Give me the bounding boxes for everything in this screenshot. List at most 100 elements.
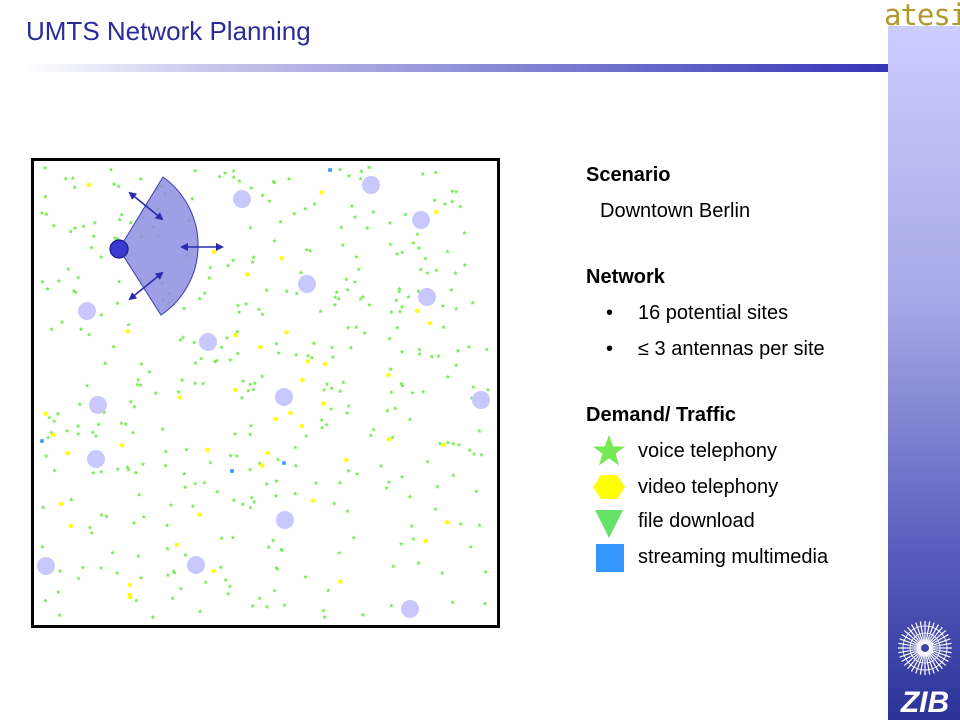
voice-demand-mark [326,588,331,593]
voice-demand-mark [368,433,374,438]
voice-demand-mark [449,287,454,292]
video-demand-mark [310,498,316,503]
voice-demand-mark [416,245,422,251]
voice-demand-mark [218,564,224,570]
voice-demand-mark [329,385,334,391]
voice-demand-mark [102,360,108,366]
selected-site [109,239,129,259]
voice-demand-mark [183,552,188,557]
voice-demand-mark [356,266,361,272]
video-demand-mark [211,569,216,574]
voice-demand-mark [399,541,404,546]
voice-demand-mark [469,395,475,401]
voice-demand-mark [215,489,220,494]
voice-demand-mark [458,521,464,526]
bullet-icon: • [606,302,614,324]
voice-demand-mark [396,289,402,294]
voice-demand-mark [387,336,392,341]
voice-demand-mark [440,303,446,308]
voice-demand-mark [324,422,329,427]
page-title: UMTS Network Planning [26,16,311,46]
voice-demand-mark [403,212,408,217]
voice-demand-mark [69,497,74,502]
voice-demand-mark [136,492,142,497]
voice-demand-mark [212,359,218,364]
voice-demand-mark [165,572,171,578]
voice-demand-mark [39,210,45,216]
voice-demand-mark [76,275,81,280]
voice-demand-mark [420,171,426,176]
voice-demand-mark [351,535,356,540]
voice-demand-mark [367,302,372,307]
voice-demand-mark [128,399,133,404]
voice-demand-mark [190,503,196,509]
voice-demand-mark [453,306,459,311]
voice-demand-mark [321,387,327,392]
voice-demand-mark [456,442,462,447]
voice-demand-mark [117,217,122,222]
voice-demand-mark [284,288,289,294]
voice-demand-mark [471,451,477,457]
voice-demand-mark [321,608,326,613]
voice-demand-mark [390,435,395,440]
voice-demand-mark [71,288,76,293]
site-marker [298,275,316,293]
voice-demand-mark [108,167,114,172]
square-icon [596,544,624,572]
voice-demand-mark [125,464,130,470]
voice-demand-mark [336,296,341,301]
voice-demand-mark [52,418,57,424]
voice-demand-mark [93,433,99,438]
voice-demand-mark [282,602,287,608]
voice-demand-mark [411,536,416,541]
voice-demand-mark [170,595,175,601]
voice-demand-mark [114,570,120,575]
voice-demand-mark [40,279,45,284]
voice-demand-mark [313,480,319,486]
video-demand-mark [279,256,285,261]
voice-demand-mark [434,268,439,273]
voice-demand-mark [257,595,262,601]
voice-demand-mark [225,591,231,596]
voice-demand-mark [102,410,107,415]
voice-demand-mark [250,603,255,608]
site-marker [187,556,205,574]
voice-demand-mark [115,466,121,472]
voice-demand-mark [345,508,350,513]
voice-demand-mark [462,262,468,267]
voice-demand-mark [184,447,189,452]
video-demand-mark [68,523,73,529]
voice-demand-mark [345,287,350,292]
voice-demand-mark [235,329,240,334]
video-demand-mark [51,432,56,437]
voice-demand-mark [319,425,325,430]
voice-demand-mark [360,294,366,299]
voice-demand-mark [252,381,258,386]
video-demand-mark [444,520,450,525]
voice-demand-mark [231,497,237,503]
voice-demand-mark [466,344,472,349]
voice-demand-mark [388,366,393,372]
voice-demand-mark [455,348,461,353]
voice-demand-mark [126,322,131,327]
voice-demand-mark [230,535,236,540]
voice-demand-mark [260,192,265,198]
voice-demand-mark [119,420,124,426]
voice-demand-mark [116,184,121,189]
voice-demand-mark [451,441,456,446]
voice-demand-mark [485,387,491,392]
voice-demand-mark [72,225,78,230]
voice-demand-mark [341,380,346,385]
voice-demand-mark [267,198,272,204]
voice-demand-mark [311,340,317,346]
voice-demand-mark [266,544,271,550]
voice-demand-mark [80,565,86,570]
voice-demand-mark [240,378,246,383]
voice-demand-mark [453,189,459,194]
voice-demand-mark [248,505,253,510]
voice-demand-mark [339,225,344,230]
site-marker [89,396,107,414]
voice-demand-mark [132,404,137,409]
voice-demand-mark [239,395,245,400]
video-demand-mark [441,442,447,447]
